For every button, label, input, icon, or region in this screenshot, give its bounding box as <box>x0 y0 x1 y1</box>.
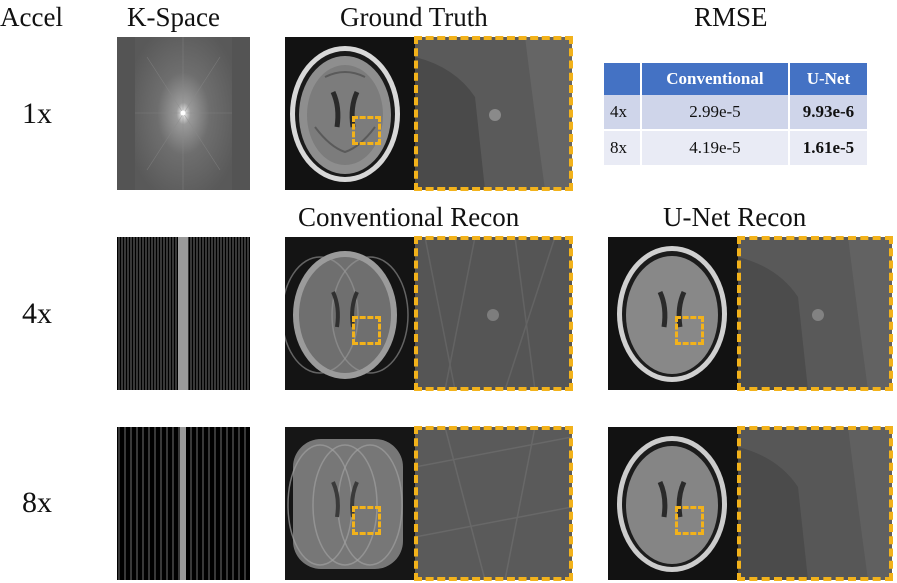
roi-box <box>675 316 704 345</box>
roi-box <box>352 316 381 345</box>
conventional-recon-4x-image <box>285 237 415 390</box>
roi-box <box>352 506 381 535</box>
unet-recon-4x-zoom-frame <box>737 236 893 391</box>
rmse-cell-conventional: 4.19e-5 <box>641 130 790 165</box>
kspace-8x-mask-image <box>117 427 250 580</box>
accel-header: Accel <box>0 2 63 32</box>
unet-recon-4x-zoom-image <box>738 237 892 390</box>
rmse-header: RMSE <box>694 2 768 32</box>
rmse-cell-unet: 9.93e-6 <box>788 95 867 131</box>
ground-truth-zoom-frame <box>414 36 573 191</box>
roi-box <box>675 506 704 535</box>
table-row: 4x 2.99e-5 9.93e-6 <box>604 95 867 131</box>
ground-truth-image <box>285 37 415 190</box>
conventional-recon-4x-zoom-frame <box>414 236 573 391</box>
unet-recon-8x-zoom-frame <box>737 426 893 581</box>
ground-truth-zoom-image <box>415 37 572 190</box>
rmse-row-label: 4x <box>604 95 642 131</box>
conventional-recon-8x-zoom-image <box>415 427 572 580</box>
rmse-table: Conventional U-Net 4x 2.99e-5 9.93e-6 8x… <box>604 63 867 165</box>
rmse-col-conventional: Conventional <box>641 63 790 95</box>
conventional-recon-4x-zoom-image <box>415 237 572 390</box>
roi-box <box>352 116 381 145</box>
rmse-cell-conventional: 2.99e-5 <box>641 95 790 131</box>
unet-recon-header: U-Net Recon <box>663 202 807 232</box>
row-label-8x: 8x <box>22 486 52 519</box>
conventional-recon-8x-zoom-frame <box>414 426 573 581</box>
rmse-cell-unet: 1.61e-5 <box>788 130 867 165</box>
conventional-recon-8x-image <box>285 427 415 580</box>
unet-recon-4x-image <box>608 237 738 390</box>
conventional-recon-header: Conventional Recon <box>298 202 520 232</box>
unet-recon-8x-image <box>608 427 738 580</box>
table-row: 8x 4.19e-5 1.61e-5 <box>604 130 867 165</box>
kspace-4x-mask-image <box>117 237 250 390</box>
kspace-header: K-Space <box>127 2 220 32</box>
unet-recon-8x-zoom-image <box>738 427 892 580</box>
ground-truth-header: Ground Truth <box>340 2 488 32</box>
row-label-1x: 1x <box>22 97 52 130</box>
rmse-table-corner <box>604 63 642 95</box>
rmse-col-unet: U-Net <box>788 63 867 95</box>
rmse-row-label: 8x <box>604 130 642 165</box>
row-label-4x: 4x <box>22 297 52 330</box>
kspace-full-image <box>117 37 250 190</box>
